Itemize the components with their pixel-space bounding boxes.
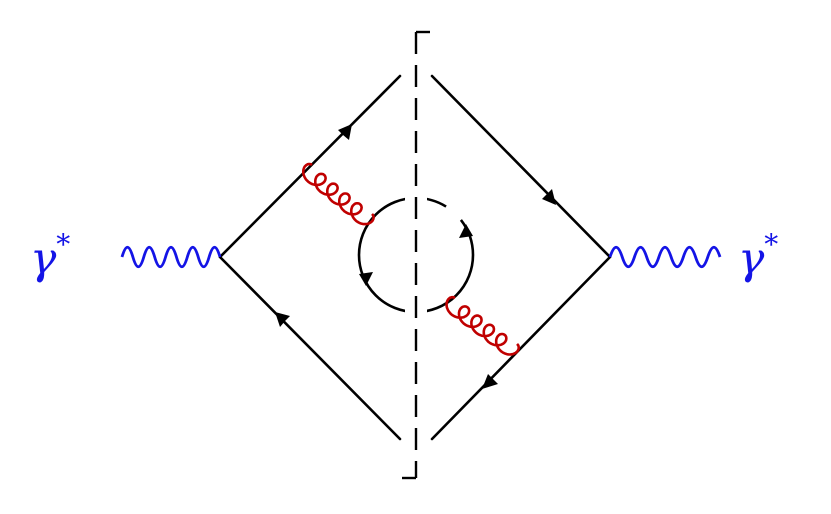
arrow-lower-right: [482, 374, 498, 389]
photon-label-right: γ*: [738, 228, 779, 285]
photon-label-left: γ*: [30, 228, 71, 285]
dashed-cut-line: [402, 30, 430, 480]
quark-line-lower-right: [430, 255, 612, 441]
arrow-lower-left: [275, 312, 290, 327]
loop-arrow-right: [459, 224, 473, 238]
gluon-lower-right: [445, 295, 520, 356]
loop-arrow-left: [359, 272, 373, 286]
quark-line-lower-left: [218, 255, 402, 441]
quark-line-upper-left: [218, 74, 402, 259]
arrow-upper-left: [338, 124, 352, 140]
quark-line-upper-right: [430, 74, 612, 259]
photon-right: [608, 245, 722, 269]
photon-left: [120, 245, 222, 269]
arrow-upper-right: [542, 189, 556, 205]
gluon-upper-left: [302, 162, 375, 226]
